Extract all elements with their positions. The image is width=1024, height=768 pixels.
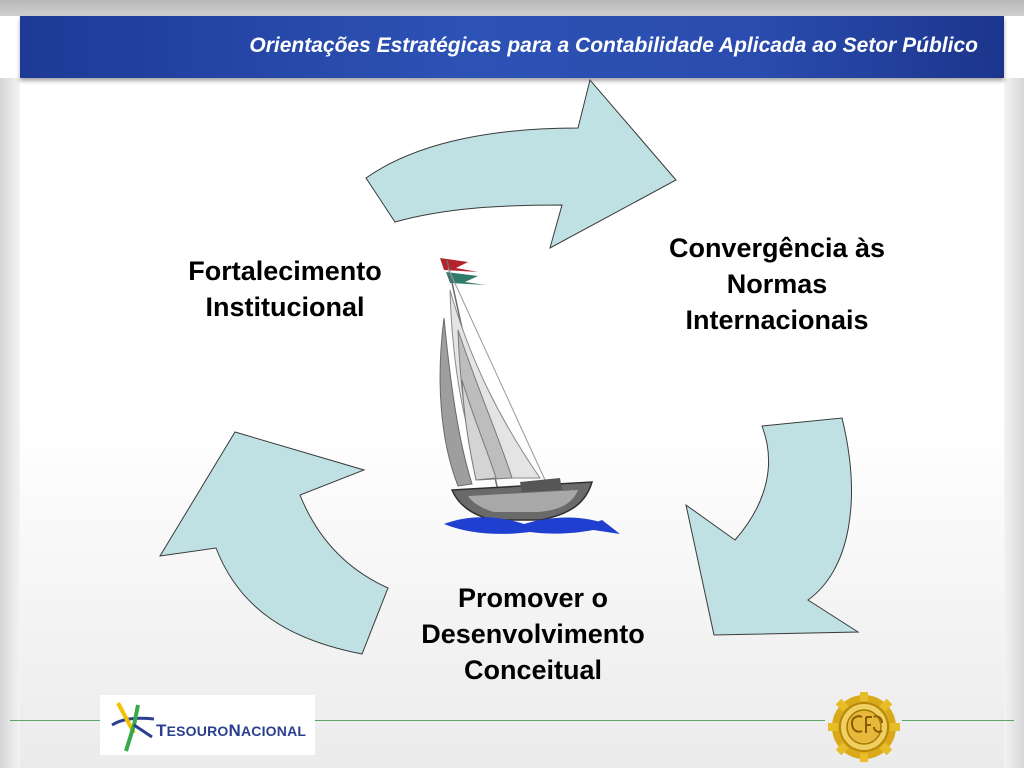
footer-line-left	[10, 720, 100, 721]
label-line: Convergência às	[668, 233, 886, 263]
side-shade-right	[1004, 78, 1024, 768]
label-line: Promover o	[457, 583, 609, 613]
label-line: Internacionais	[685, 305, 869, 335]
cycle-label-fortalecimento: Fortalecimento Institucional	[145, 253, 425, 325]
cfc-seal-icon	[828, 692, 900, 762]
cycle-label-promover: Promover o Desenvolvimento Conceitual	[378, 580, 688, 688]
title-bar: Orientações Estratégicas para a Contabil…	[20, 16, 1004, 78]
tesouro-nacional-logo: TESOURONACIONAL	[100, 695, 315, 755]
label-line: Fortalecimento	[188, 256, 382, 286]
slide-title: Orientações Estratégicas para a Contabil…	[249, 34, 978, 57]
cycle-arrow-left	[159, 431, 389, 655]
tesouro-nacional-wordmark: TESOURONACIONAL	[156, 721, 307, 740]
sailboat-icon	[439, 258, 620, 534]
label-line: Institucional	[205, 292, 365, 322]
label-line: Desenvolvimento	[421, 619, 645, 649]
tesouro-star-icon	[111, 702, 155, 752]
cycle-arrow-right	[685, 417, 860, 636]
side-shade-left	[0, 78, 20, 768]
footer-line-middle	[315, 720, 825, 721]
top-strip	[0, 0, 1024, 16]
cycle-arrow-top	[365, 78, 677, 249]
label-line: Conceitual	[463, 655, 603, 685]
cycle-label-convergencia: Convergência às Normas Internacionais	[622, 230, 932, 338]
label-line: Normas	[726, 269, 828, 299]
footer-line-right	[902, 720, 1014, 721]
